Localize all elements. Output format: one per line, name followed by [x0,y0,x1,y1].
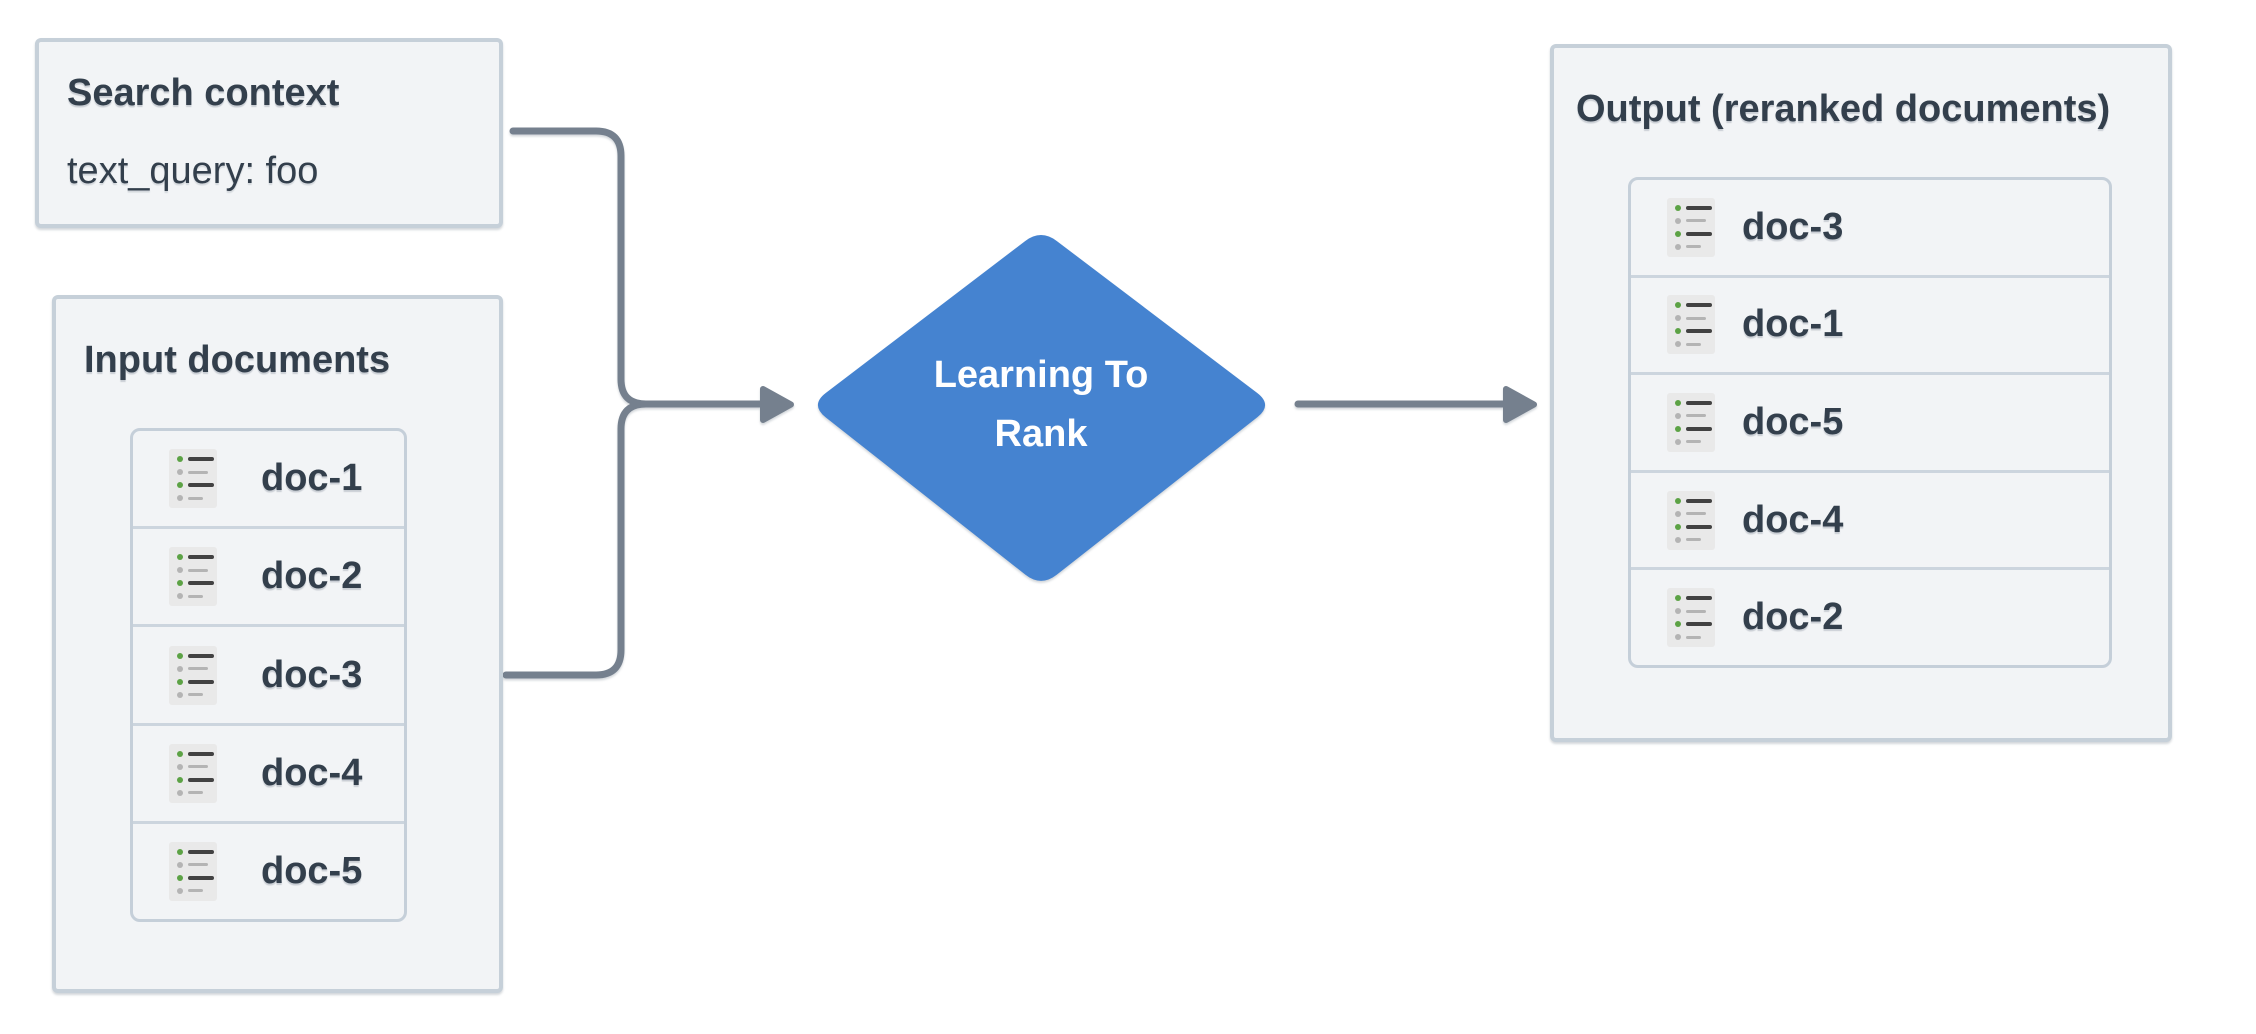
doc-label: doc-1 [261,457,363,500]
document-list-icon [1667,588,1715,648]
output-doc-list: doc-3 doc-1 doc-5 [1628,177,2112,668]
connector-input-to-junction [502,400,650,679]
doc-row: doc-3 [133,624,404,722]
doc-label: doc-3 [261,653,363,696]
search-context-box: Search context text_query: foo [35,38,503,228]
document-list-icon [1667,392,1715,452]
doc-label: doc-2 [261,555,363,598]
doc-row: doc-4 [1631,469,2109,568]
doc-row: doc-2 [133,526,404,624]
document-list-icon [1667,197,1715,257]
search-context-query: text_query: foo [67,150,319,192]
search-context-title: Search context [67,72,340,114]
doc-label: doc-5 [1742,400,1844,443]
arrowhead-icon [1503,386,1537,423]
document-list-icon [169,841,217,901]
doc-label: doc-4 [261,751,363,794]
doc-label: doc-5 [261,849,363,892]
doc-label: doc-4 [1742,498,1844,541]
doc-label: doc-3 [1742,205,1844,248]
diamond-label-line1: Learning To [933,354,1149,396]
document-list-icon [1667,295,1715,355]
connector-search-to-junction [509,127,650,408]
doc-label: doc-1 [1742,303,1844,346]
diamond-label: Learning To Rank [816,346,1266,464]
doc-row: doc-4 [133,722,404,821]
document-list-icon [169,547,217,607]
doc-row: doc-5 [133,820,404,919]
doc-label: doc-2 [1742,596,1844,639]
output-documents-box: Output (reranked documents) doc-3 [1550,44,2172,742]
input-documents-box: Input documents doc-1 doc-2 [52,295,503,993]
doc-row: doc-1 [1631,274,2109,373]
document-list-icon [1667,490,1715,550]
diamond-label-line2: Rank [994,413,1088,455]
doc-row: doc-1 [133,431,404,526]
doc-row: doc-3 [1631,180,2109,275]
document-list-icon [169,645,217,705]
input-documents-title: Input documents [84,339,391,381]
doc-row: doc-5 [1631,372,2109,470]
learning-to-rank-diamond [817,235,1266,581]
document-list-icon [169,743,217,803]
input-doc-list: doc-1 doc-2 doc-3 [130,428,407,922]
arrowhead-icon [760,386,794,423]
doc-row: doc-2 [1631,567,2109,665]
document-list-icon [169,449,217,509]
output-documents-title: Output (reranked documents) [1576,88,2111,130]
